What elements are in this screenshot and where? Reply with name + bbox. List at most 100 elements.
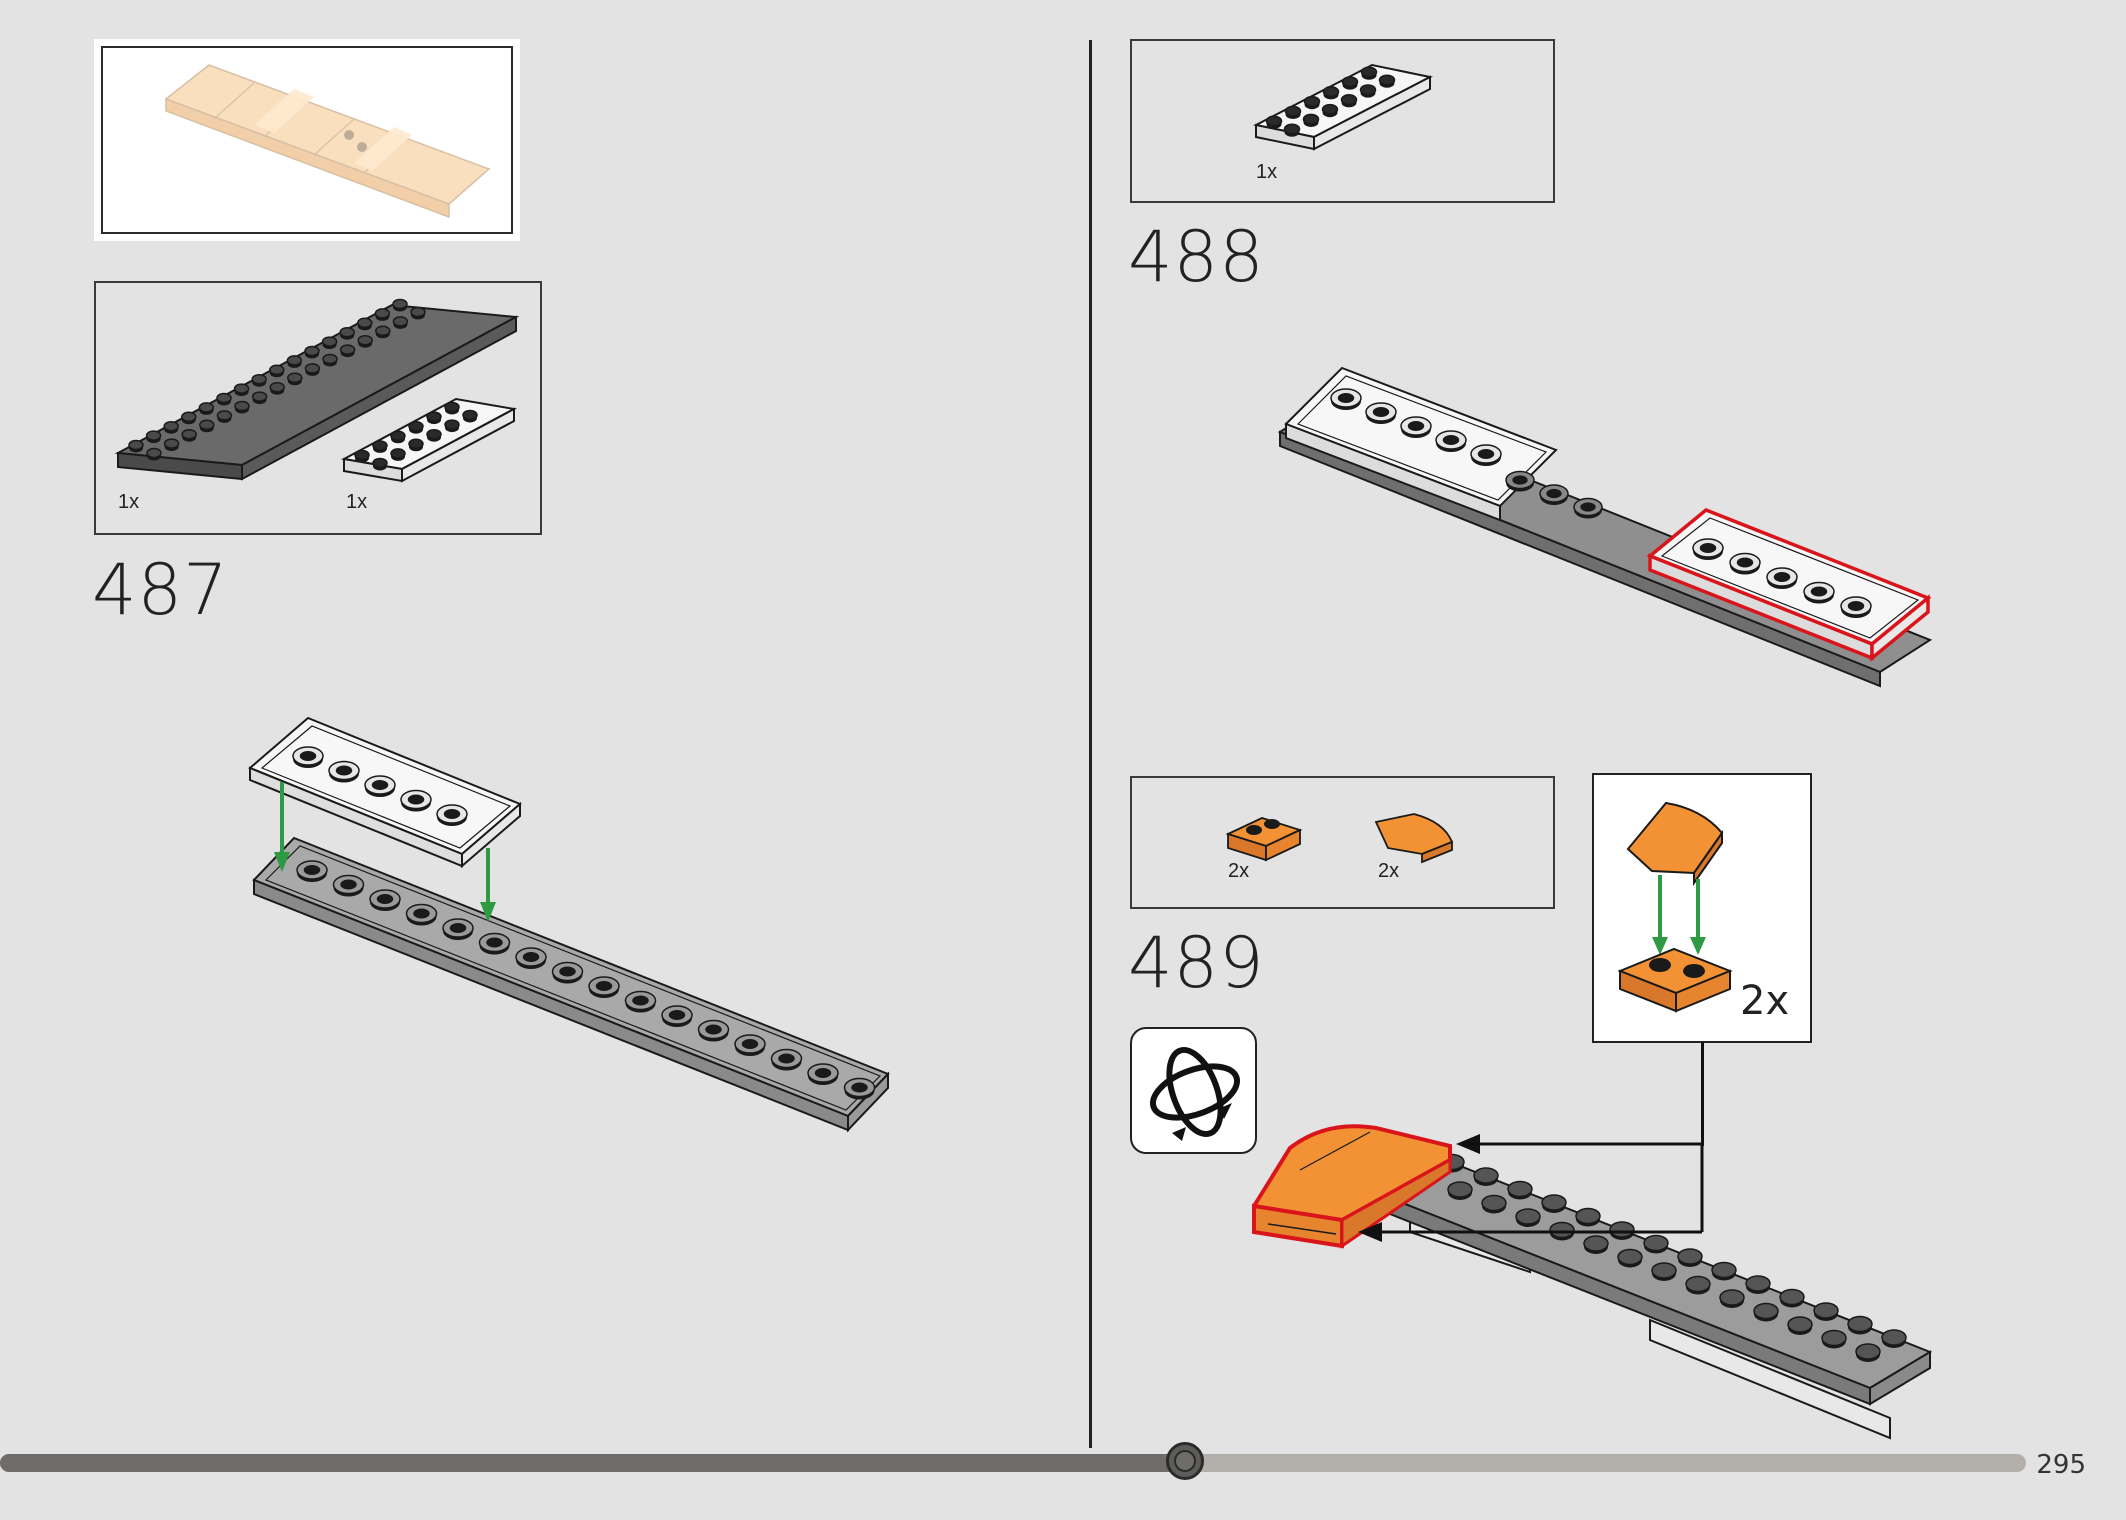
stud-hole xyxy=(741,1039,759,1049)
part-qty-dark-grey-plate: 1x xyxy=(118,491,140,513)
stud-hole xyxy=(335,765,353,776)
stud-top xyxy=(163,420,179,432)
stud-top xyxy=(1881,1329,1907,1346)
progress-bar-knob[interactable] xyxy=(1166,1442,1205,1480)
stud-top xyxy=(216,410,233,421)
stud-top xyxy=(199,419,215,431)
stud-top xyxy=(1583,1235,1609,1252)
stud-hole xyxy=(1810,586,1828,597)
stud-hole xyxy=(1699,543,1717,553)
dark-grey-plate-2x16-part xyxy=(114,303,520,481)
stud-hole xyxy=(1736,557,1754,568)
stud-top xyxy=(392,298,408,310)
stud-hole xyxy=(814,1068,832,1078)
orange-plate-1x2-rail-part xyxy=(1225,817,1303,862)
step-number-489: 489 xyxy=(1128,922,1265,1004)
stud-top xyxy=(354,449,370,461)
stud-top xyxy=(1322,86,1340,98)
stud-top xyxy=(1617,1248,1643,1266)
stud-top xyxy=(128,439,144,451)
stud-top xyxy=(1847,1315,1873,1333)
stud-top xyxy=(1378,74,1396,86)
rotate-model-icon xyxy=(1130,1027,1257,1154)
dark-grey-plate-studs xyxy=(128,298,426,461)
stud-hole xyxy=(1773,572,1791,582)
stud-top xyxy=(1447,1181,1473,1198)
stud-hole xyxy=(1477,449,1495,459)
stud-top xyxy=(234,400,250,412)
part-qty-white-plate: 1x xyxy=(1256,161,1278,183)
stud-hole xyxy=(1512,475,1528,485)
stud-top xyxy=(304,345,320,357)
stud-top xyxy=(1303,95,1321,107)
page-divider xyxy=(1089,40,1092,1448)
step-488-parts-list: 1x xyxy=(1130,39,1555,203)
stud-hole xyxy=(778,1053,795,1064)
part-qty-orange-plate: 2x xyxy=(1228,860,1250,882)
stud-top xyxy=(1813,1302,1839,1319)
stud-top xyxy=(357,317,373,329)
stud-hole xyxy=(486,937,503,948)
stud-top xyxy=(1541,1194,1567,1211)
stud-hole xyxy=(449,923,467,933)
stud-top xyxy=(1360,66,1378,78)
stud-top xyxy=(1575,1207,1601,1225)
stud-top xyxy=(408,438,424,450)
stud-top xyxy=(1855,1343,1881,1360)
stud-hole xyxy=(1546,488,1562,499)
stud-top xyxy=(372,457,388,469)
step-488-assembly xyxy=(1277,366,1933,688)
stud-top xyxy=(1284,105,1302,117)
stud-top xyxy=(1753,1302,1779,1320)
stud-top xyxy=(181,428,197,440)
stud-top xyxy=(321,336,338,347)
page-number: 295 xyxy=(2036,1450,2086,1480)
stud-hole xyxy=(303,865,321,875)
stud-top xyxy=(181,411,197,423)
stud-top xyxy=(1321,103,1339,115)
stud-top xyxy=(1685,1275,1711,1293)
submodel-callout-image xyxy=(1617,801,1733,1013)
stud-hole xyxy=(851,1082,868,1093)
stud-top xyxy=(1787,1316,1813,1333)
stud-top xyxy=(1340,94,1358,106)
stud-top xyxy=(1719,1289,1745,1306)
stud-hole xyxy=(1407,421,1425,431)
stud-top xyxy=(390,448,406,459)
stud-top xyxy=(1711,1261,1737,1279)
stud-top xyxy=(392,316,409,327)
stud-hole xyxy=(1847,601,1865,611)
callout-connector xyxy=(1701,1042,1704,1146)
stud-hole xyxy=(371,780,389,790)
stud-hole xyxy=(668,1010,686,1020)
stud-top xyxy=(410,306,426,318)
step-number-488: 488 xyxy=(1128,216,1265,298)
submodel-preview xyxy=(94,39,520,241)
step-487-parts-list: 1x 1x xyxy=(94,281,542,535)
stud-hole xyxy=(407,794,425,805)
stud-top xyxy=(375,325,391,337)
stud-hole xyxy=(1372,407,1390,417)
stud-top xyxy=(1283,123,1301,135)
progress-bar-fill xyxy=(0,1454,1186,1472)
part-qty-orange-slope: 2x xyxy=(1378,860,1400,882)
stud-top xyxy=(163,438,180,449)
stud-top xyxy=(1265,115,1283,127)
stud-top xyxy=(1473,1167,1499,1184)
stud-hole xyxy=(705,1024,722,1035)
stud-hole xyxy=(376,894,394,904)
stud-top xyxy=(426,411,442,422)
stud-top xyxy=(426,428,442,440)
stud-top xyxy=(233,383,250,394)
stud-top xyxy=(1609,1221,1635,1238)
stud-top xyxy=(1643,1234,1669,1252)
stud-top xyxy=(444,419,460,430)
stud-hole xyxy=(522,952,540,962)
stud-hole xyxy=(595,981,613,991)
stud-top xyxy=(1515,1208,1541,1225)
stud-top xyxy=(1821,1329,1847,1347)
progress-bar[interactable] xyxy=(0,1454,2026,1472)
stud-hole xyxy=(559,966,576,977)
stud-top xyxy=(390,430,406,442)
stud-hole xyxy=(413,908,430,919)
